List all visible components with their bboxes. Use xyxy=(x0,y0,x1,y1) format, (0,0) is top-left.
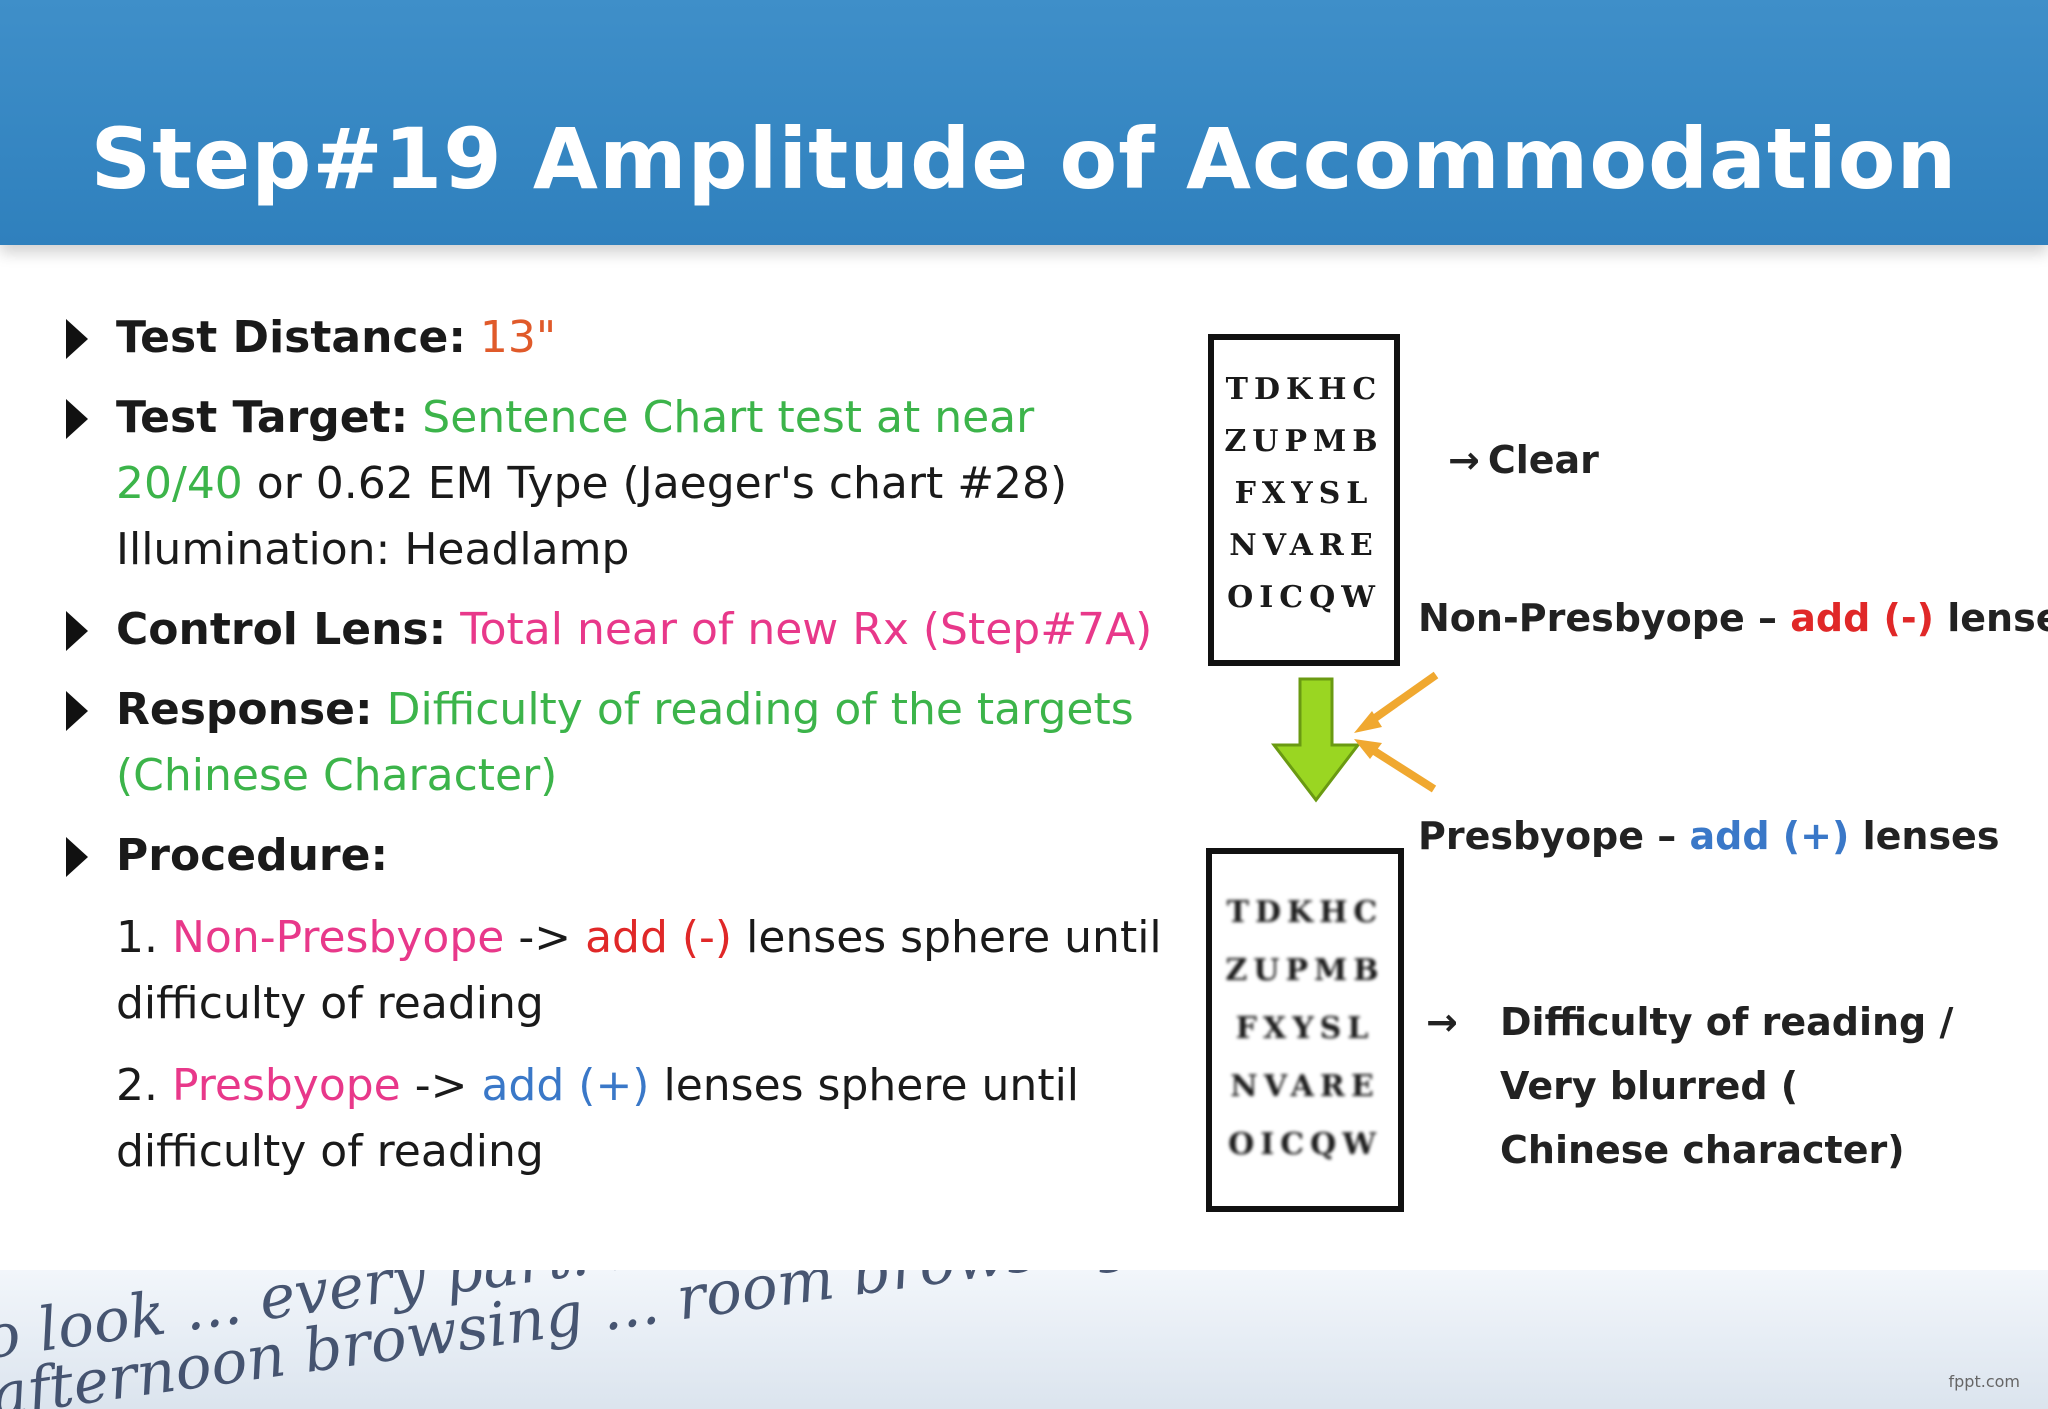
step-1-arrow: -> xyxy=(504,912,586,963)
step-2-rest: lenses sphere until difficulty of readin… xyxy=(116,1060,1080,1177)
right-arrow-icon: → xyxy=(1448,438,1480,482)
step-2-number: 2. xyxy=(116,1060,158,1111)
bullet-arrow-icon xyxy=(66,319,88,359)
footer-book-image: o look ... every part: br... browsing ..… xyxy=(0,1270,2048,1409)
test-target-type: or 0.62 EM Type (Jaeger's chart #28) xyxy=(242,458,1068,509)
non-presbyope-note: Non-Presbyope – add (-) lenses xyxy=(1418,596,2048,640)
right-arrow-icon: → xyxy=(1426,1000,1458,1044)
procedure-step-2: 2. Presbyope -> add (+) lenses sphere un… xyxy=(60,1053,1190,1185)
content-list: Test Distance: 13" Test Target: Sentence… xyxy=(60,305,1190,1185)
near-chart-clear: TDKHC ZUPMB FXYSL NVARE OICQW xyxy=(1208,334,1400,666)
bullet-test-distance: Test Distance: 13" xyxy=(60,305,1190,371)
response-value: Difficulty of reading of the targets (Ch… xyxy=(116,684,1134,801)
step-1-who: Non-Presbyope xyxy=(171,912,505,963)
bullet-arrow-icon xyxy=(66,399,88,439)
down-arrow-icon xyxy=(1270,671,1439,803)
step-2-who: Presbyope xyxy=(171,1060,401,1111)
difficulty-text: Difficulty of reading / Very blurred ( C… xyxy=(1500,1000,1954,1172)
book-text-background: o look ... every part: br... browsing ..… xyxy=(0,1270,2048,1409)
chart-row: TDKHC xyxy=(1226,895,1384,930)
bullet-test-target: Test Target: Sentence Chart test at near… xyxy=(60,385,1190,583)
bullet-response: Response: Difficulty of reading of the t… xyxy=(60,677,1190,809)
chart-row: NVARE xyxy=(1229,528,1379,563)
footer-watermark: fppt.com xyxy=(1948,1372,2020,1391)
procedure-label: Procedure: xyxy=(116,830,389,881)
test-target-value: Sentence Chart test at near xyxy=(422,392,1035,443)
test-target-label: Test Target: xyxy=(116,392,409,443)
response-label: Response: xyxy=(116,684,373,735)
bullet-arrow-icon xyxy=(66,837,88,877)
bullet-control-lens: Control Lens: Total near of new Rx (Step… xyxy=(60,597,1190,663)
slide-title: Step#19 Amplitude of Accommodation xyxy=(90,110,1958,208)
non-presbyope-add: add (-) xyxy=(1790,596,1935,640)
difficulty-note: → Difficulty of reading / Very blurred (… xyxy=(1426,990,1980,1182)
step-1-number: 1. xyxy=(116,912,158,963)
clear-note: →Clear xyxy=(1448,438,1599,482)
step-2-add: add (+) xyxy=(481,1060,650,1111)
header-bar: Step#19 Amplitude of Accommodation xyxy=(0,0,2048,245)
chart-row: FXYSL xyxy=(1235,1011,1375,1046)
presbyope-suffix: lenses xyxy=(1849,814,2000,858)
chart-row: OICQW xyxy=(1228,1127,1382,1162)
near-chart-blurred: TDKHC ZUPMB FXYSL NVARE OICQW xyxy=(1206,848,1404,1212)
chart-row: NVARE xyxy=(1230,1069,1380,1104)
step-1-rest: lenses sphere until difficulty of readin… xyxy=(116,912,1162,1029)
chart-row: FXYSL xyxy=(1234,476,1374,511)
control-lens-label: Control Lens: xyxy=(116,604,447,655)
diagram-area: TDKHC ZUPMB FXYSL NVARE OICQW →Clear Non… xyxy=(1200,330,2048,1230)
chart-row: ZUPMB xyxy=(1225,953,1385,988)
bullet-arrow-icon xyxy=(66,691,88,731)
bullet-procedure: Procedure: xyxy=(60,823,1190,889)
chart-row: OICQW xyxy=(1227,580,1381,615)
non-presbyope-prefix: Non-Presbyope – xyxy=(1418,596,1791,640)
chart-row: ZUPMB xyxy=(1224,424,1384,459)
step-2-arrow: -> xyxy=(400,1060,482,1111)
procedure-step-1: 1. Non-Presbyope -> add (-) lenses spher… xyxy=(60,905,1190,1037)
test-distance-label: Test Distance: xyxy=(116,312,466,363)
non-presbyope-suffix: lenses xyxy=(1947,596,2048,640)
step-1-add: add (-) xyxy=(585,912,733,963)
presbyope-prefix: Presbyope – xyxy=(1418,814,1690,858)
control-lens-value: Total near of new Rx (Step#7A) xyxy=(460,604,1153,655)
test-distance-value: 13" xyxy=(479,312,557,363)
presbyope-add: add (+) xyxy=(1689,814,1850,858)
chart-row: TDKHC xyxy=(1225,372,1383,407)
clear-text: Clear xyxy=(1487,438,1599,482)
bullet-arrow-icon xyxy=(66,611,88,651)
test-target-acuity: 20/40 xyxy=(116,458,243,509)
illumination-text: Illumination: Headlamp xyxy=(116,524,630,575)
presbyope-note: Presbyope – add (+) lenses xyxy=(1418,814,1999,858)
